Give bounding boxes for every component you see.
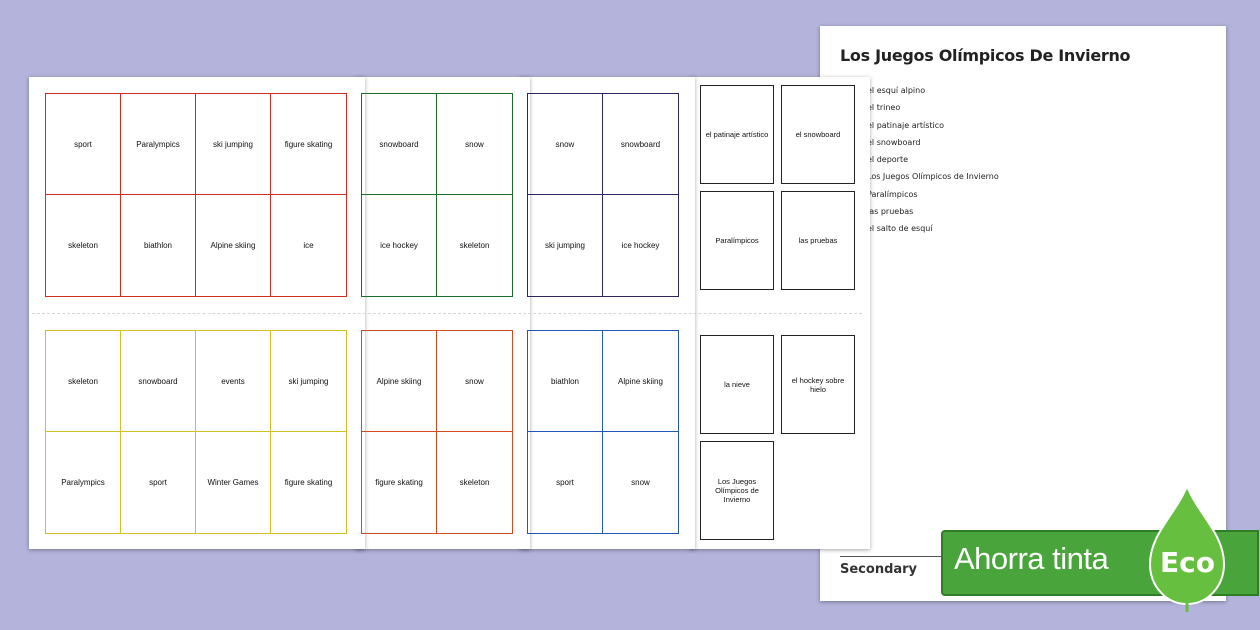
word-list-item: el salto de esquí — [867, 224, 933, 234]
word-list-item: el trineo — [867, 103, 901, 113]
bingo-cell: ice hockey — [621, 241, 660, 250]
word-card: Paralímpicos — [700, 191, 774, 290]
bingo-cell: sport — [46, 94, 121, 195]
word-list-sheet: Los Juegos Olímpicos De Invierno el esqu… — [820, 26, 1226, 601]
bingo-cell: snow — [437, 331, 512, 432]
bingo-cell: Alpine skiing — [603, 331, 678, 432]
sheet-title: Los Juegos Olímpicos De Invierno — [840, 46, 1131, 65]
leaf-drop-icon — [1148, 484, 1226, 612]
bingo-cell: Paralympics — [121, 94, 196, 195]
word-card: el patinaje artístico — [700, 85, 774, 184]
bingo-cell: snowboard — [362, 94, 437, 195]
bingo-cell: snowboard — [603, 94, 678, 195]
cut-line — [32, 313, 862, 314]
bingo-cell: sport — [121, 432, 196, 533]
bingo-cell: Alpine skiing — [362, 331, 437, 432]
bingo-cell: skeleton — [459, 478, 490, 487]
bingo-cell: snow — [528, 94, 603, 195]
bingo-cell: snow — [631, 478, 650, 487]
eco-word: Eco — [1160, 546, 1215, 579]
word-list-item: el snowboard — [867, 137, 921, 147]
bingo-cell: ice — [303, 241, 314, 250]
eco-label: Ahorra tinta — [954, 541, 1109, 576]
bingo-cell: biathlon — [528, 331, 603, 432]
word-list-item: Los Juegos Olímpicos de Invierno — [867, 172, 999, 182]
bingo-cell: skeleton — [46, 195, 121, 296]
bingo-cell: figure skating — [362, 432, 437, 533]
bingo-cell: events — [196, 331, 271, 432]
bingo-cell: ski jumping — [528, 195, 603, 296]
bingo-cell: ski jumping — [271, 331, 346, 432]
word-list-item: las pruebas — [867, 207, 914, 217]
word-list-item: el deporte — [867, 155, 909, 165]
bingo-cell: Paralympics — [46, 432, 121, 533]
word-list-item: Paralímpicos — [867, 189, 918, 199]
bingo-cell: ski jumping — [196, 94, 271, 195]
word-list: el esquí alpino el trineo el patinaje artí… — [867, 82, 999, 238]
word-list-item: el patinaje artístico — [867, 120, 945, 130]
word-card: Los Juegos Olímpicos de Invierno — [700, 441, 774, 540]
footer-level: Secondary — [840, 562, 918, 577]
bingo-cell: figure skating — [284, 478, 333, 487]
bingo-cell: biathlon — [121, 195, 196, 296]
bingo-cell: ice hockey — [362, 195, 437, 296]
bingo-cell: snowboard — [121, 331, 196, 432]
word-card: el snowboard — [781, 85, 855, 184]
bingo-cell: figure skating — [271, 94, 346, 195]
word-card: el hockey sobre hielo — [781, 335, 855, 434]
bingo-cell: Winter Games — [196, 432, 271, 533]
bingo-cell: skeleton — [459, 241, 490, 250]
word-card: las pruebas — [781, 191, 855, 290]
word-card: la nieve — [700, 335, 774, 434]
bingo-cell: Alpine skiing — [196, 195, 271, 296]
word-list-item: el esquí alpino — [867, 86, 926, 95]
bingo-cell: skeleton — [46, 331, 121, 432]
bingo-cell: sport — [528, 432, 603, 533]
bingo-cell: snow — [437, 94, 512, 195]
